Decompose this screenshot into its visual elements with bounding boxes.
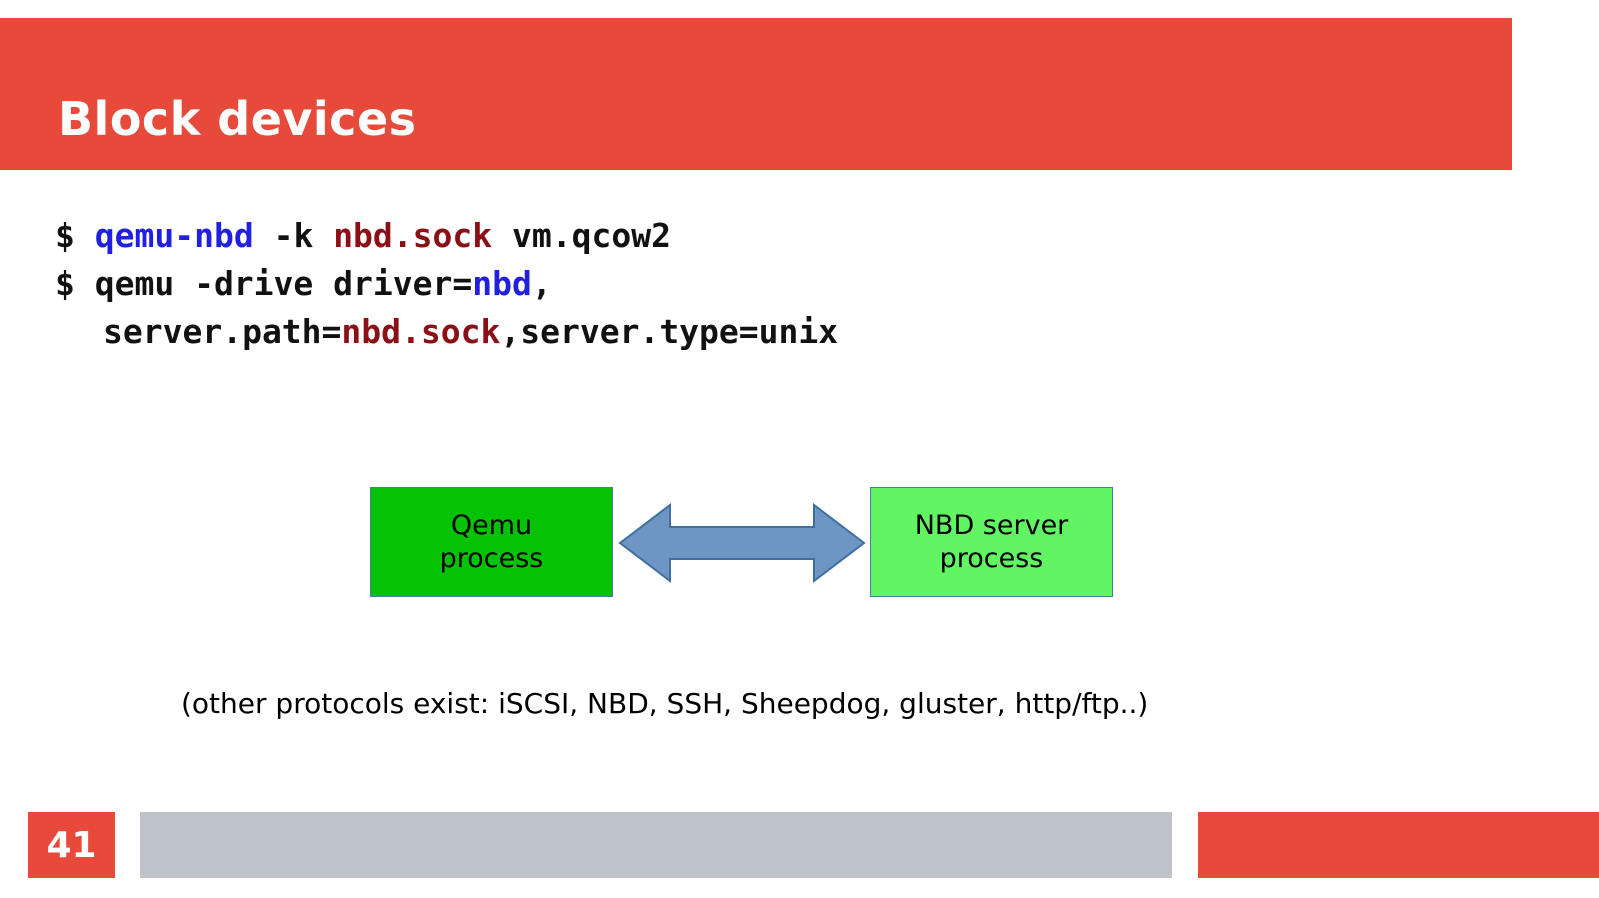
footer-gray-bar — [140, 812, 1172, 878]
page-title: Block devices — [58, 92, 417, 146]
code-token-2-3: , — [531, 264, 552, 303]
slide-number-badge: 41 — [28, 812, 115, 878]
code-token-3-3: ,server.type=unix — [500, 312, 839, 351]
nbd-server-process-box-label: NBD server process — [915, 509, 1069, 575]
code-token-3-2: nbd.sock — [341, 312, 501, 351]
code-token-2-1: $ qemu -drive driver= — [55, 264, 473, 303]
diagram-caption: (other protocols exist: iSCSI, NBD, SSH,… — [181, 687, 1149, 720]
code-token-2-2: nbd — [472, 264, 532, 303]
qemu-process-box-label: Qemu process — [440, 509, 544, 575]
code-token-1-4: nbd.sock — [333, 216, 493, 255]
code-token-1-5: vm.qcow2 — [492, 216, 671, 255]
code-block: $ qemu-nbd -k nbd.sock vm.qcow2$ qemu -d… — [55, 212, 838, 356]
code-token-1-3: -k — [253, 216, 334, 255]
qemu-process-box[interactable]: Qemu process — [370, 487, 613, 597]
code-line-3: server.path=nbd.sock,server.type=unix — [55, 308, 838, 356]
qemu-process-box-line2: process — [439, 543, 544, 574]
code-line-1: $ qemu-nbd -k nbd.sock vm.qcow2 — [55, 212, 838, 260]
footer-red-bar — [1198, 812, 1599, 878]
nbd-server-process-box-line1: NBD server — [914, 510, 1069, 541]
qemu-process-box-line1: Qemu — [450, 510, 533, 541]
code-token-1-2: qemu-nbd — [94, 216, 254, 255]
code-token-3-1: server.path= — [103, 312, 342, 351]
code-token-1-1: $ — [55, 216, 95, 255]
bidirectional-arrow-icon — [612, 497, 872, 589]
nbd-server-process-box-line2: process — [939, 543, 1044, 574]
title-band — [0, 18, 1512, 170]
nbd-server-process-box[interactable]: NBD server process — [870, 487, 1113, 597]
code-line-2: $ qemu -drive driver=nbd, — [55, 260, 838, 308]
